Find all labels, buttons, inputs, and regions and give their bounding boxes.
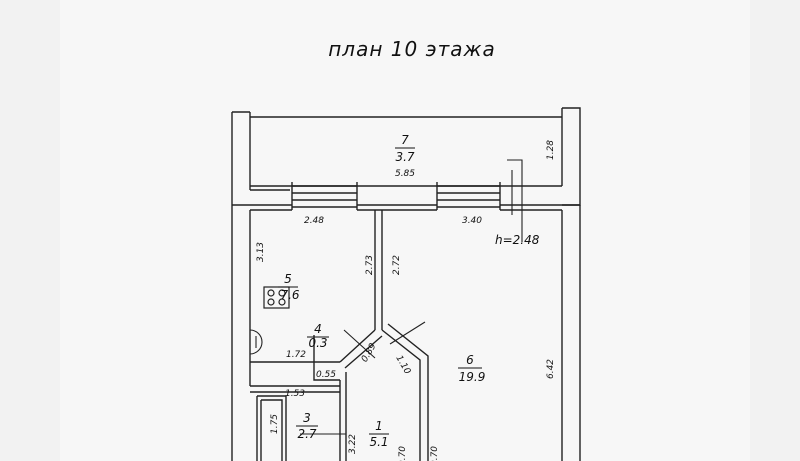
door-kitchen xyxy=(249,329,263,355)
dim-balcony-depth: 1.28 xyxy=(546,140,556,160)
room-3-label: 3 2.7 xyxy=(296,411,318,441)
room-1-area: 5.1 xyxy=(369,435,388,449)
dim-bath-length: 1.75 xyxy=(270,414,280,434)
dim-bottom-b: 0.70 xyxy=(430,446,440,461)
room-6-area: 19.9 xyxy=(459,370,486,384)
room-3-number: 3 xyxy=(303,411,311,425)
h-leader xyxy=(507,159,523,242)
dim-room-depth: 6.42 xyxy=(546,359,556,379)
niche xyxy=(313,335,340,381)
room-7-label: 7 3.7 xyxy=(395,133,415,164)
dim-balcony-length: 5.85 xyxy=(395,169,415,179)
ceiling-height-label: h=2.48 xyxy=(495,233,540,247)
room-6-label: 6 19.9 xyxy=(458,353,485,384)
dim-kitchen-width: 2.48 xyxy=(304,216,324,226)
sheet xyxy=(60,0,750,461)
dim-room-left-wall: 2.72 xyxy=(392,255,402,275)
dim-kitchen-depth: 3.13 xyxy=(256,242,266,262)
room-5-number: 5 xyxy=(284,272,292,286)
room-4-label: 4 0.3 xyxy=(307,322,329,350)
hall-left-wall xyxy=(339,372,347,461)
dim-kitchen-right-wall: 2.73 xyxy=(365,255,375,275)
dimension-labels: 5.85 1.28 2.48 3.40 3.13 2.73 2.72 6.42 … xyxy=(256,140,556,461)
dim-bath-width: 1.53 xyxy=(285,389,305,399)
door-swings xyxy=(249,159,523,435)
dim-niche-width: 1.72 xyxy=(286,350,306,360)
room-5-label: 5 7.6 xyxy=(278,272,300,302)
dim-room-width: 3.40 xyxy=(462,216,482,226)
hall-right-wall xyxy=(381,323,429,461)
dim-niche-depth: 0.55 xyxy=(316,370,336,380)
room-6-number: 6 xyxy=(466,353,474,367)
room-3-area: 2.7 xyxy=(297,427,316,441)
stove-icon xyxy=(263,286,290,309)
door-room xyxy=(389,321,426,345)
dim-bottom-a: 0.70 xyxy=(398,446,408,461)
room-7-number: 7 xyxy=(401,133,409,147)
room-1-number: 1 xyxy=(375,419,383,433)
room-1-label: 1 5.1 xyxy=(369,419,389,449)
door-kitchen-hall xyxy=(343,329,376,359)
room-5-area: 7.6 xyxy=(280,288,299,302)
room-4-area: 0.3 xyxy=(308,336,327,350)
plan-title: план 10 этажа xyxy=(328,37,496,61)
room-4-number: 4 xyxy=(314,322,322,336)
bathtub xyxy=(256,395,287,461)
walls xyxy=(231,107,581,461)
bathroom-top-wall xyxy=(250,385,340,393)
dim-hall-depth: 3.22 xyxy=(348,434,358,454)
room-7-area: 3.7 xyxy=(395,150,414,164)
